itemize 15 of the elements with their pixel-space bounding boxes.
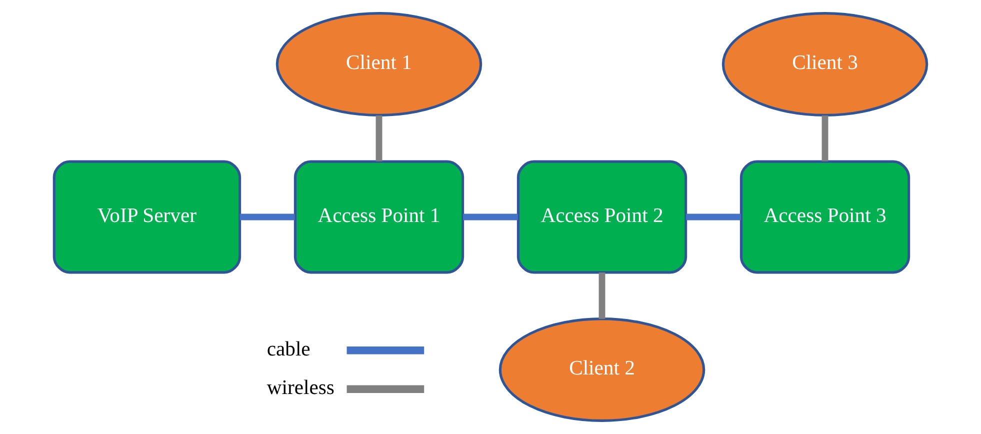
connector [686,214,741,220]
legend-label: cable [266,338,310,360]
node-box: Access Point 1 [294,160,464,274]
node-box: VoIP Server [52,160,242,274]
node-box: Access Point 2 [516,160,688,274]
node-box: Access Point 3 [740,160,910,274]
connector [240,214,295,220]
node-ellipse: Client 1 [276,12,482,116]
connector [598,272,606,319]
node-ellipse: Client 2 [498,318,706,422]
legend-label: wireless [266,376,334,399]
node-ellipse: Client 3 [722,12,928,116]
connector [463,214,518,220]
connector [376,116,382,162]
connector [822,116,828,162]
